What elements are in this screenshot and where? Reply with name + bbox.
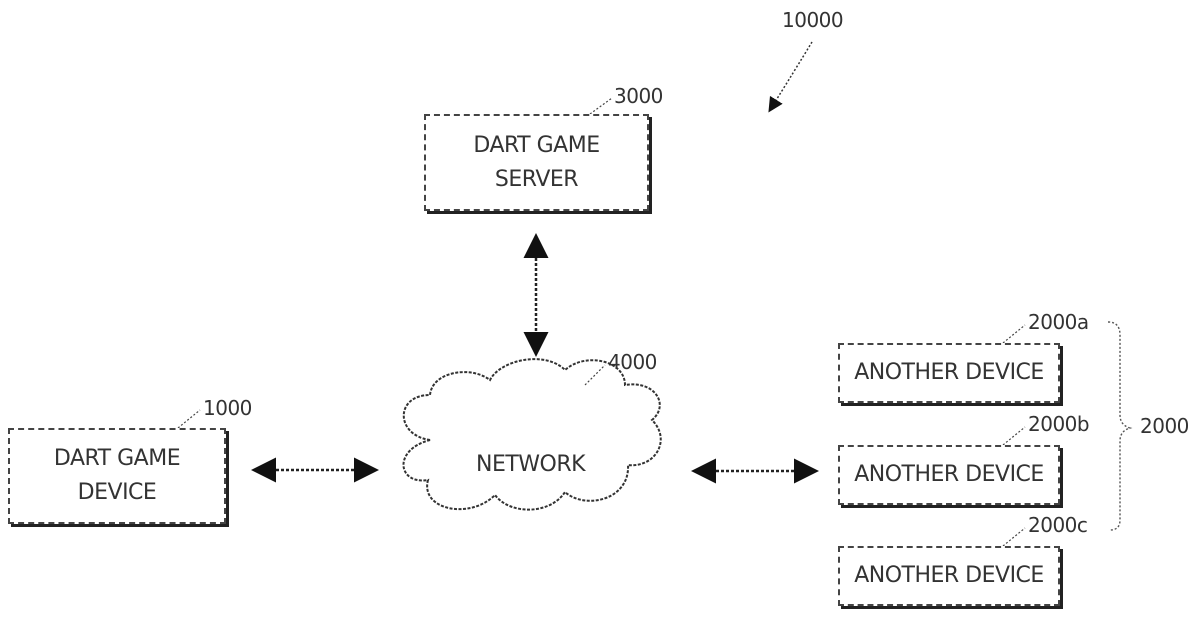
- network-cloud-shape: [402, 358, 662, 511]
- another-device-b-label: ANOTHER DEVICE: [854, 462, 1044, 487]
- system-ref-label: 10000: [782, 8, 844, 32]
- group-bracket-2000: [1107, 321, 1133, 531]
- network-label: NETWORK: [476, 452, 586, 477]
- device-label-line2: DEVICE: [77, 480, 157, 505]
- another-device-a-ref: 2000a: [1028, 310, 1089, 334]
- other-devices-group-ref: 2000: [1140, 414, 1189, 438]
- another-device-box-c: ANOTHER DEVICE: [838, 546, 1060, 606]
- leader-2000b: [1002, 426, 1026, 446]
- another-device-c-ref: 2000c: [1028, 513, 1088, 537]
- leader-2000a: [1002, 324, 1026, 344]
- device-ref-label: 1000: [203, 396, 252, 420]
- system-ref-leader: [768, 41, 813, 113]
- another-device-b-ref: 2000b: [1028, 412, 1090, 436]
- dart-game-device-box: DART GAME DEVICE: [8, 428, 226, 524]
- server-label-line2: SERVER: [494, 166, 579, 192]
- dart-game-server-box: DART GAME SERVER: [424, 114, 649, 211]
- another-device-box-a: ANOTHER DEVICE: [838, 343, 1060, 403]
- network-ref-label: 4000: [608, 350, 657, 374]
- server-label-line1: DART GAME: [473, 132, 600, 158]
- another-device-a-label: ANOTHER DEVICE: [854, 360, 1044, 385]
- leader-1000: [177, 409, 201, 429]
- server-ref-label: 3000: [614, 84, 663, 108]
- device-label-line1: DART GAME: [53, 446, 181, 471]
- leader-3000: [589, 97, 613, 115]
- leader-4000: [584, 364, 606, 386]
- another-device-c-label: ANOTHER DEVICE: [854, 563, 1044, 588]
- leader-2000c: [1002, 527, 1026, 547]
- another-device-box-b: ANOTHER DEVICE: [838, 445, 1060, 505]
